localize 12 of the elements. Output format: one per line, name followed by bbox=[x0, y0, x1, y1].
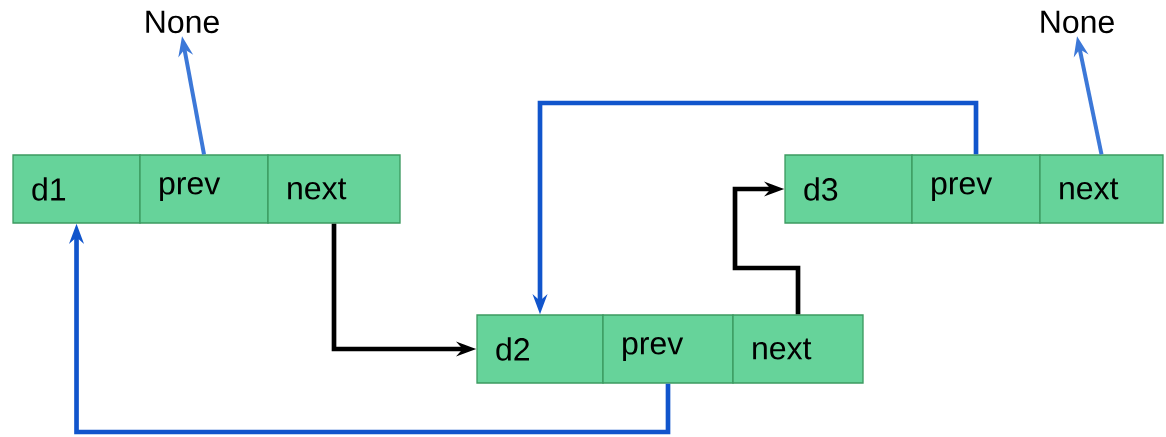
list-cell: prev bbox=[139, 154, 269, 224]
arrow bbox=[732, 181, 801, 315]
list-cell: next bbox=[267, 154, 401, 224]
list-cell: d1 bbox=[12, 154, 141, 224]
text-label: None bbox=[146, 10, 219, 34]
text-label: None bbox=[1041, 10, 1114, 34]
list-cell: next bbox=[732, 314, 864, 384]
list-cell: d2 bbox=[476, 314, 604, 384]
list-cell: next bbox=[1039, 154, 1164, 224]
list-cell: d3 bbox=[784, 154, 913, 224]
list-cell: prev bbox=[911, 154, 1041, 224]
list-cell: prev bbox=[602, 314, 734, 384]
